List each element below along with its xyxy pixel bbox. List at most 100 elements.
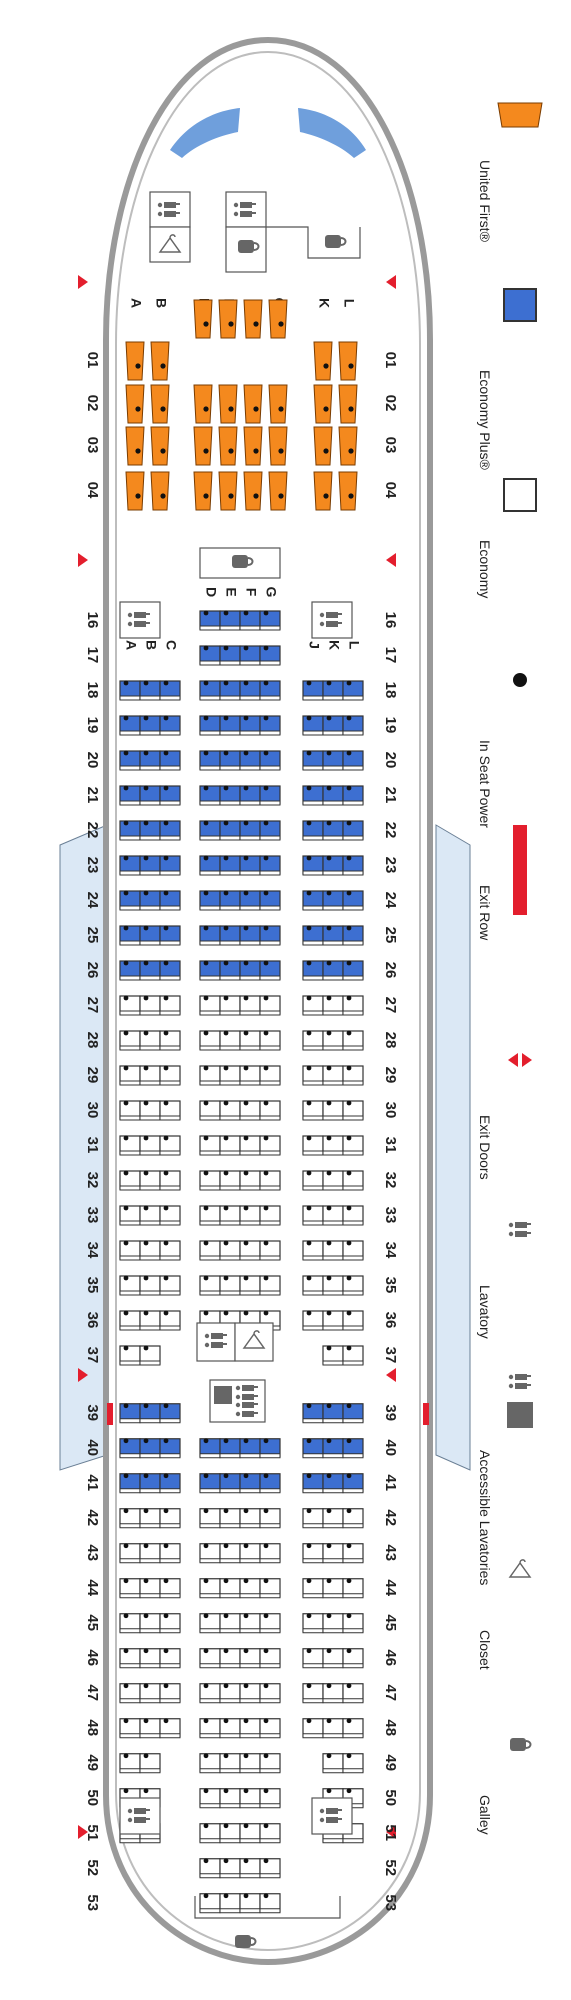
lavatory-right-row16: [311, 601, 353, 639]
seat-armrest: [139, 1593, 161, 1599]
seat-armrest: [119, 695, 141, 701]
seat-armrest: [342, 1150, 364, 1156]
lavatory-figure-body: [242, 1411, 254, 1417]
economy-seat: [199, 1205, 221, 1226]
economy-plus-seat: [199, 820, 221, 841]
economy-seat: [159, 1100, 181, 1121]
first-seat: [268, 299, 288, 339]
economy-seat: [159, 1030, 181, 1051]
first-seat-shell: [218, 299, 238, 339]
economy-plus-seat: [259, 925, 281, 946]
power-dot-icon: [123, 680, 129, 686]
power-dot-icon: [163, 855, 169, 861]
power-dot-icon: [143, 1683, 149, 1689]
lavatory-figure-head: [319, 1808, 325, 1814]
economy-seat: [302, 1135, 324, 1156]
power-dot-icon: [163, 680, 169, 686]
power-dot-icon: [143, 715, 149, 721]
seat-armrest: [219, 1803, 241, 1809]
power-dot-icon: [326, 890, 332, 896]
economy-seat: [119, 995, 141, 1016]
power-dot-icon: [135, 406, 141, 412]
seat-armrest: [239, 1803, 261, 1809]
seat-armrest: [302, 975, 324, 981]
economy-seat: [119, 1135, 141, 1156]
seat-armrest: [119, 1558, 141, 1564]
front-lavatory-center: [225, 191, 267, 228]
seat-armrest: [259, 870, 281, 876]
power-dot-icon: [160, 493, 166, 499]
economy-seat: [302, 1543, 324, 1564]
row-number-right: 47: [382, 1684, 399, 1701]
power-dot-icon: [203, 1683, 209, 1689]
power-dot-icon: [203, 785, 209, 791]
power-dot-icon: [223, 1170, 229, 1176]
economy-seat: [342, 1275, 364, 1296]
seat-armrest: [342, 1045, 364, 1051]
seat-armrest: [199, 1908, 221, 1914]
seat-armrest: [219, 1488, 241, 1494]
seat-armrest: [322, 1593, 344, 1599]
seat-armrest: [322, 1663, 344, 1669]
economy-plus-seat: [302, 960, 324, 981]
power-dot-icon: [163, 1613, 169, 1619]
first-seat: [218, 299, 238, 339]
row-number-right: 23: [382, 857, 399, 874]
power-dot-icon: [143, 925, 149, 931]
seat-armrest: [302, 835, 324, 841]
row-number-left: 29: [84, 1067, 101, 1084]
power-dot-icon: [306, 1473, 312, 1479]
power-dot-icon: [163, 1718, 169, 1724]
lavatory-icon: [235, 1402, 258, 1417]
economy-seat: [342, 1100, 364, 1121]
power-dot-icon: [143, 1543, 149, 1549]
first-seat-shell: [218, 384, 238, 424]
economy-plus-seat: [342, 1403, 364, 1424]
first-seat-shell: [268, 299, 288, 339]
row-number-right: 48: [382, 1719, 399, 1736]
seat-armrest: [239, 1558, 261, 1564]
seat-armrest: [259, 800, 281, 806]
power-dot-icon: [203, 1823, 209, 1829]
lavatory-figure-legs: [176, 203, 180, 205]
seat-armrest: [322, 1418, 344, 1424]
economy-seat: [199, 1893, 221, 1914]
row-number-left: 45: [84, 1614, 101, 1631]
power-dot-icon: [203, 925, 209, 931]
seat-armrest: [139, 1733, 161, 1739]
closet-hanger-shape: [508, 1559, 532, 1578]
seat-armrest: [159, 1115, 181, 1121]
seat-armrest: [239, 1185, 261, 1191]
power-dot-icon: [123, 820, 129, 826]
economy-plus-seat: [342, 1438, 364, 1459]
economy-seat: [119, 1753, 141, 1774]
seat-armrest: [302, 1220, 324, 1226]
first-seat-shell: [193, 384, 213, 424]
economy-plus-seat: [219, 960, 241, 981]
lavatory-icon: [508, 1222, 531, 1237]
seat-armrest: [239, 765, 261, 771]
power-dot-icon: [143, 1275, 149, 1281]
power-dot-icon: [243, 1578, 249, 1584]
seat-armrest: [302, 1010, 324, 1016]
row-number-right: 52: [382, 1859, 399, 1876]
power-dot-icon: [306, 1648, 312, 1654]
seat-armrest: [219, 765, 241, 771]
seat-armrest: [119, 1698, 141, 1704]
economy-seat: [302, 1275, 324, 1296]
power-dot-icon: [346, 820, 352, 826]
seat-armrest: [342, 1418, 364, 1424]
first-seat-shell: [338, 426, 358, 466]
economy-seat: [219, 1648, 241, 1669]
economy-plus-seat: [239, 645, 261, 666]
seat-armrest: [259, 660, 281, 666]
seat-armrest: [322, 730, 344, 736]
economy-seat: [322, 1275, 344, 1296]
seat-armrest: [259, 1080, 281, 1086]
row-number-right: 29: [382, 1067, 399, 1084]
economy-seat: [239, 1240, 261, 1261]
economy-seat: [342, 1578, 364, 1599]
seat-armrest: [342, 1220, 364, 1226]
economy-seat: [139, 1718, 161, 1739]
